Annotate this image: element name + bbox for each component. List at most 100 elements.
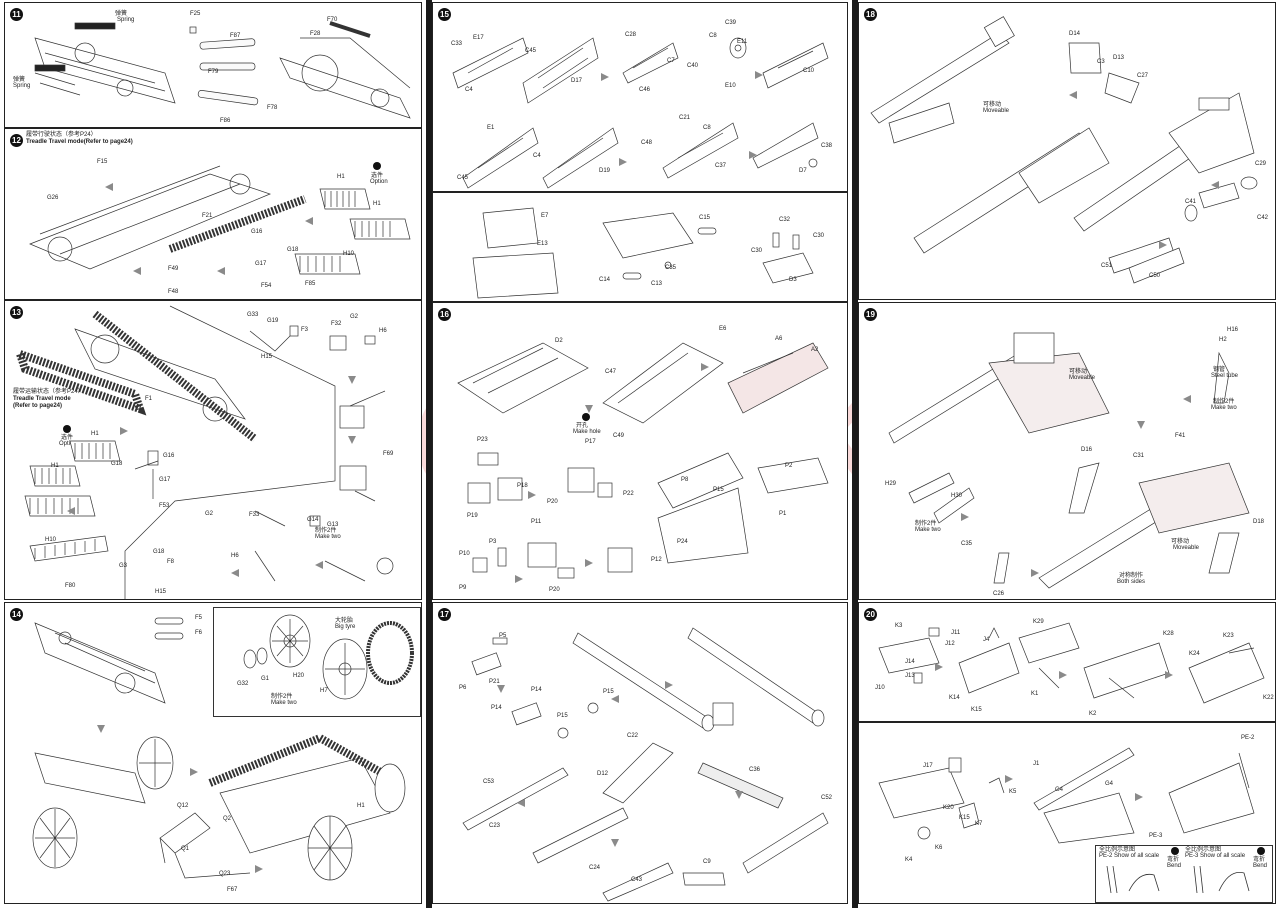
step-number: 14 [10, 608, 23, 621]
option-label-zh: 选件 [61, 435, 74, 441]
assembly-arrow [1159, 241, 1167, 249]
part-label: G16 [251, 229, 263, 235]
chassis-treadle-drawing [13, 310, 258, 443]
part-label: C40 [687, 63, 699, 69]
steel-tube-label-zh: 钢管 [1213, 367, 1226, 373]
part-label: P24 [677, 539, 688, 545]
part-label: G14 [307, 517, 319, 523]
assembly-arrow [1211, 181, 1219, 189]
part-label: H15 [261, 354, 273, 360]
part-label: F67 [227, 887, 238, 893]
big-tyre-label-zh: 大轮胎 [335, 618, 354, 624]
option-label: Option [370, 179, 388, 185]
bend-label-zh: 弯折 [1253, 857, 1266, 863]
step-20-panel: 20 K3 J11 J12 J4 K29 K28 K23 J14 J13 J10… [858, 602, 1276, 722]
part-label: C51 [1101, 263, 1113, 269]
assembly-arrow [348, 436, 356, 444]
step-number: 19 [864, 308, 877, 321]
part-label: H15 [155, 589, 167, 595]
moveable-label-zh: 可移动 [1171, 539, 1190, 545]
part-label: G13 [327, 522, 339, 528]
part-label: G2 [350, 314, 359, 320]
assembly-arrow [255, 865, 263, 873]
part-label: K6 [935, 845, 943, 851]
gun-mount-drawing [888, 332, 1250, 589]
make-two-label: Make two [315, 534, 341, 540]
part-label: K2 [1089, 711, 1097, 717]
assembly-arrow [1059, 671, 1067, 679]
part-label: K15 [959, 815, 970, 821]
caption-en: Treadle Travel mode(Refer to page24) [26, 138, 133, 145]
assembly-arrow [601, 73, 609, 81]
moveable-label: Moveable [1173, 545, 1200, 551]
step-number: 18 [864, 8, 877, 21]
part-label: P9 [459, 585, 467, 591]
platform-parts-drawing [472, 207, 814, 299]
assembly-arrow [619, 158, 627, 166]
part-label: J10 [875, 685, 885, 691]
pe-bend-drawing [1106, 865, 1250, 894]
caption-en: Treadle Travel mode [13, 395, 71, 402]
part-label: G19 [267, 318, 279, 324]
part-label: D16 [1081, 447, 1093, 453]
both-sides-label: Both sides [1117, 579, 1146, 585]
assembly-arrow [120, 427, 128, 435]
part-label: F54 [261, 283, 272, 289]
part-label: Q12 [177, 803, 189, 809]
assembly-arrow [528, 491, 536, 499]
part-label: C30 [813, 233, 825, 239]
pe-caption-zh: 全比例示意图 [1185, 847, 1222, 853]
part-label: C46 [639, 87, 651, 93]
part-label: E10 [725, 83, 736, 89]
big-tyre-label: Big tyre [335, 624, 356, 630]
part-label: D12 [597, 771, 609, 777]
part-label: P14 [491, 705, 502, 711]
part-label: F86 [220, 118, 231, 124]
part-label: Q2 [223, 816, 232, 822]
caption-zh: 履带行驶状态（参考P24） [26, 132, 97, 138]
option-label-zh: 选件 [371, 173, 384, 179]
part-label: P15 [557, 713, 568, 719]
part-label: F78 [267, 105, 278, 111]
bracket-parts-drawing [134, 450, 159, 499]
assembly-arrow [105, 183, 113, 191]
part-label: P22 [623, 491, 634, 497]
assembly-arrow [305, 217, 313, 225]
part-label: G2 [205, 511, 214, 517]
pe3-caption: PE-3 Show of all scale [1185, 853, 1246, 859]
part-label: D7 [799, 168, 807, 174]
part-label: K23 [1223, 633, 1234, 639]
part-label: P15 [713, 487, 724, 493]
part-label: H20 [293, 673, 305, 679]
step-11-panel: 11 弹簧 Spring 弹簧 Spring F25 F87 F79 F78 F… [4, 2, 422, 128]
part-label: G26 [47, 195, 59, 201]
make-two-label-zh: 制作2件 [1213, 399, 1235, 405]
mechanism-parts-drawing [467, 452, 829, 579]
part-label: C4 [465, 87, 473, 93]
step-caption: 履带行驶状态（参考P24） Treadle Travel mode(Refer … [26, 132, 133, 146]
part-label: C3 [1097, 59, 1105, 65]
part-label: P20 [549, 587, 560, 593]
part-label: F53 [159, 503, 170, 509]
part-label: G4 [1105, 781, 1114, 787]
part-label: C29 [1255, 161, 1267, 167]
part-label: K14 [949, 695, 960, 701]
part-label: H30 [951, 493, 963, 499]
part-label: P12 [651, 557, 662, 563]
assembly-arrow [97, 725, 105, 733]
wheeled-chassis-left-drawing [32, 736, 174, 869]
chassis-rear-drawing [279, 21, 411, 119]
bend-label: Bend [1167, 863, 1182, 869]
part-label: H7 [320, 688, 328, 694]
assembly-arrow [1135, 793, 1143, 801]
part-label: 弹簧 [13, 77, 26, 83]
step-number: 20 [864, 608, 877, 621]
assembly-arrow [585, 405, 593, 413]
gun-barrel-drawing [870, 16, 1258, 284]
step-number: 12 [10, 134, 23, 147]
make-two-label: Make two [271, 700, 297, 706]
part-label: F25 [190, 11, 201, 17]
assembly-arrow [517, 799, 525, 807]
part-label: K15 [971, 707, 982, 713]
part-label: F1 [145, 396, 153, 402]
